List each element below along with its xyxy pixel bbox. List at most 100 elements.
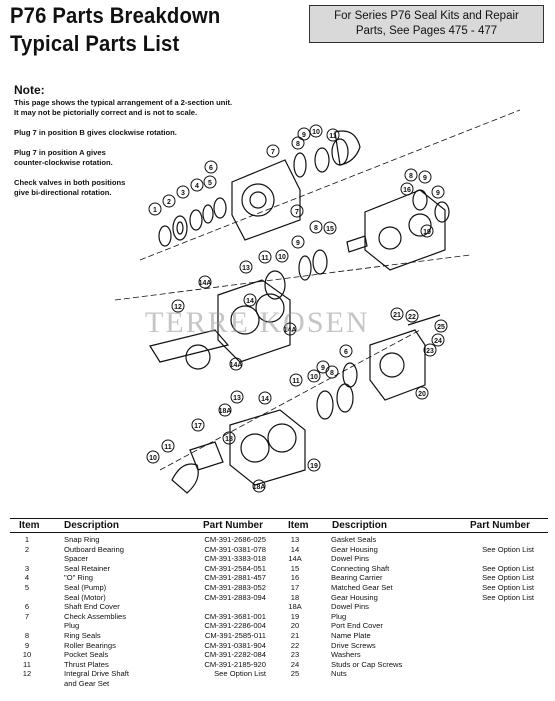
svg-text:19: 19 (310, 463, 318, 470)
svg-text:8: 8 (314, 225, 318, 232)
table-cell-item (19, 593, 35, 603)
table-cell-item: 10 (22, 650, 32, 660)
table-cell-part-number: See Option List (482, 583, 534, 592)
table-cell-part-number (454, 660, 534, 670)
table-cell-item: 18 (290, 592, 300, 602)
table-cell-description: Seal Retainer (64, 563, 111, 573)
table-cell-item: 22 (290, 640, 300, 650)
table-cell-item: 14 (290, 544, 300, 554)
table-cell-part-number (454, 554, 534, 564)
table-cell-part-number (454, 535, 534, 545)
table-cell-part-number: CM-391-2686-025 (204, 535, 266, 544)
header-item-right: Item (288, 520, 309, 531)
table-cell-description: Name Plate (331, 631, 371, 640)
table-cell-part-number (186, 679, 266, 689)
table-cell-part-number: CM-391-0381-078 (204, 544, 266, 554)
svg-text:3: 3 (181, 190, 185, 197)
table-cell-part-number (454, 650, 534, 660)
table-cell-description: Gear Housing (331, 544, 378, 554)
svg-text:22: 22 (408, 314, 416, 321)
table-cell-description: Dowel Pins (331, 554, 369, 564)
note-p1-line-2: It may not be pictorially correct and is… (14, 108, 198, 117)
table-cell-part-number: CM-391-3681-001 (204, 611, 266, 621)
title-line-2: Typical Parts List (10, 31, 180, 56)
svg-text:9: 9 (423, 175, 427, 182)
note-paragraph-4: Check valves in both positions give bi-d… (14, 178, 284, 198)
table-cell-item (19, 679, 35, 689)
table-cell-part-number (186, 602, 266, 612)
header-part-number-left: Part Number (203, 520, 264, 531)
table-cell-part-number: CM-391-2286-004 (204, 621, 266, 631)
table-cell-item: 20 (290, 621, 300, 631)
table-cell-part-number: See Option List (482, 563, 534, 573)
note-paragraph-2: Plug 7 in position B gives clockwise rot… (14, 128, 177, 137)
table-cell-item: 13 (290, 535, 300, 544)
table-cell-item: 6 (24, 602, 30, 612)
table-cell-part-number: CM-391-2881-457 (204, 573, 266, 583)
svg-text:10: 10 (149, 455, 157, 462)
note-p4-line-2: give bi-directional rotation. (14, 188, 112, 197)
table-cell-item (19, 621, 35, 631)
svg-text:9: 9 (321, 365, 325, 372)
table-cell-item: 24 (290, 659, 300, 669)
table-cell-part-number (454, 631, 534, 641)
exploded-parts-diagram: 1 2 3 4 5 6 7 7 8 9 10 11 8 9 15 16 9 8 … (114, 109, 521, 494)
table-cell-part-number: CM-391-2185-920 (204, 659, 266, 669)
table-cell-description: Shaft End Cover (64, 602, 120, 612)
table-cell-description: and Gear Set (64, 679, 110, 688)
table-header-rule (10, 532, 548, 533)
table-cell-description: Outboard Bearing (64, 544, 124, 554)
header-description-right: Description (332, 520, 388, 531)
note-paragraph-3: Plug 7 in position A gives counter-clock… (14, 148, 284, 168)
table-cell-item: 11 (23, 659, 31, 669)
table-cell-item: 5 (24, 583, 30, 592)
svg-text:15: 15 (326, 226, 334, 233)
table-cell-item: 8 (24, 631, 30, 640)
table-cell-part-number (454, 669, 534, 679)
table-cell-description: Snap Ring (64, 535, 100, 544)
table-cell-item: 21 (290, 631, 300, 640)
table-cell-description: Drive Screws (331, 640, 376, 650)
table-cell-part-number: CM-391-0381-904 (204, 640, 266, 650)
svg-text:6: 6 (209, 165, 213, 172)
svg-text:13: 13 (233, 395, 241, 402)
table-cell-description: Pocket Seals (64, 650, 109, 660)
svg-text:1: 1 (153, 207, 157, 214)
table-cell-item: 25 (290, 669, 300, 679)
svg-text:14A: 14A (199, 280, 212, 287)
series-note-line-2: Parts, See Pages 475 - 477 (355, 25, 498, 37)
table-cell-description: Roller Bearings (64, 640, 116, 650)
page-title: P76 Parts Breakdown Typical Parts List (10, 2, 220, 58)
watermark: TERRE KOSEN (145, 306, 370, 339)
table-cell-item: 15 (290, 563, 300, 573)
table-cell-description: Check Assemblies (64, 611, 127, 621)
table-cell-part-number (454, 602, 534, 612)
callout-1 (148, 202, 162, 216)
svg-text:14A: 14A (284, 327, 297, 334)
table-cell-item: 7 (24, 611, 30, 621)
table-cell-description: "O" Ring (64, 573, 94, 583)
table-cell-description: Port End Cover (331, 621, 383, 631)
table-cell-part-number (454, 621, 534, 631)
table-cell-part-number (454, 612, 534, 622)
table-cell-description: Thrust Plates (64, 659, 109, 669)
svg-text:9: 9 (302, 132, 306, 139)
svg-text:18: 18 (225, 436, 233, 443)
svg-text:9: 9 (436, 190, 440, 197)
table-cell-item: 23 (290, 650, 300, 660)
svg-text:19: 19 (423, 229, 431, 236)
table-cell-part-number: See Option List (482, 544, 534, 554)
note-p3-line-2: counter-clockwise rotation. (14, 158, 113, 167)
svg-text:21: 21 (393, 312, 401, 319)
table-cell-part-number: CM-391-2282-084 (204, 650, 266, 660)
svg-text:8: 8 (409, 173, 413, 180)
table-cell-part-number: CM-391-2883-052 (204, 583, 266, 592)
header-part-number-right: Part Number (470, 520, 531, 531)
table-cell-item: 16 (290, 573, 300, 583)
table-cell-part-number: CM-391-3383-018 (204, 554, 266, 564)
table-cell-part-number: See Option List (214, 669, 266, 679)
svg-text:14: 14 (246, 298, 254, 305)
table-cell-description: Washers (331, 650, 361, 660)
table-cell-item: 12 (22, 669, 32, 679)
table-cell-item: 2 (24, 544, 30, 554)
